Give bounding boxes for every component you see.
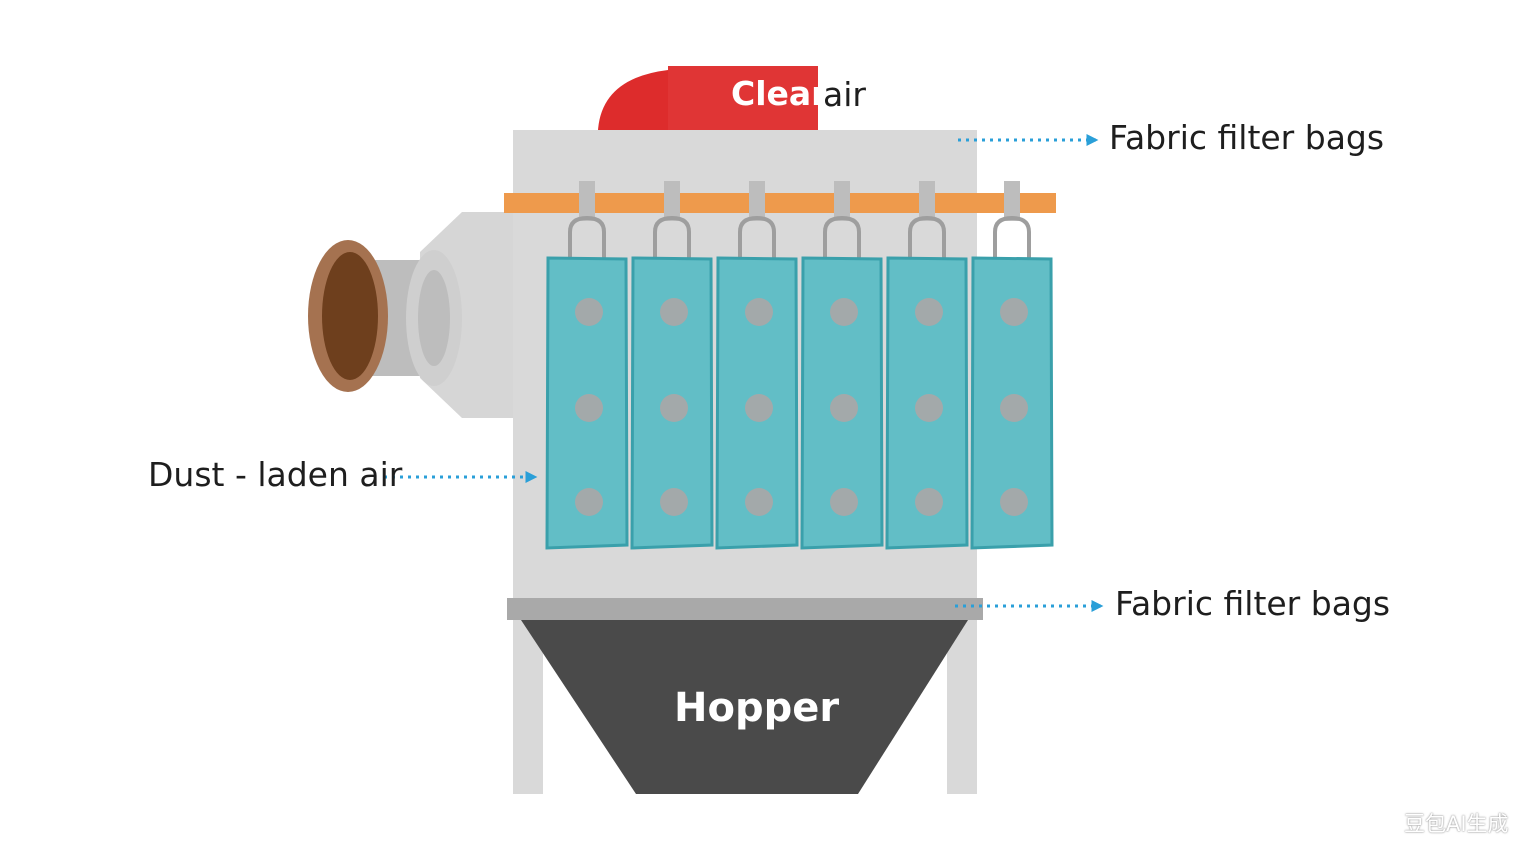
bag-clamp [579, 181, 595, 221]
bag-dot [660, 298, 688, 326]
fabric-filter-bags-bottom-label: Fabric filter bags [1115, 584, 1391, 623]
bag-dot [915, 394, 943, 422]
bag-clamp [1004, 181, 1020, 221]
bag-dot [1000, 488, 1028, 516]
bag-dot [915, 488, 943, 516]
hopper [521, 620, 968, 794]
bag-clamp [664, 181, 680, 221]
filter-bag [630, 181, 714, 550]
watermark: 豆包AI生成 [1404, 812, 1509, 836]
air-label: air [823, 75, 866, 114]
bag-dot [660, 488, 688, 516]
bag-dot [575, 488, 603, 516]
bag-dot [1000, 298, 1028, 326]
bag-hanger [908, 215, 946, 260]
outlet-hood [598, 66, 818, 130]
filter-bag [545, 181, 629, 550]
inlet-duct [308, 212, 515, 418]
dust-laden-air-label: Dust - laden air [148, 455, 403, 494]
hopper-flange [507, 598, 983, 620]
bag-dot [745, 488, 773, 516]
bag-hanger [823, 215, 861, 260]
bag-dot [575, 394, 603, 422]
bag-dot [1000, 394, 1028, 422]
bag-hanger [993, 215, 1031, 260]
fabric-filter-bags-top-label: Fabric filter bags [1109, 118, 1385, 157]
bag-hanger [738, 215, 776, 260]
bag-dot [575, 298, 603, 326]
bag-hanger [653, 215, 691, 260]
bag-dot [915, 298, 943, 326]
bag-clamp [749, 181, 765, 221]
hopper-label: Hopper [674, 685, 840, 731]
bag-clamp [919, 181, 935, 221]
support-rod [504, 193, 1056, 213]
bag-dot [745, 394, 773, 422]
bag-clamp [834, 181, 850, 221]
bag-dot [660, 394, 688, 422]
clean-label: Clean [731, 74, 835, 113]
filter-bag [970, 181, 1054, 550]
bag-dot [830, 298, 858, 326]
filter-bags [545, 181, 1054, 550]
bag-hanger [568, 215, 606, 260]
bag-dot [745, 298, 773, 326]
bag-dot [830, 394, 858, 422]
filter-bag [885, 181, 969, 550]
filter-bag [715, 181, 799, 550]
bag-dot [830, 488, 858, 516]
filter-bag [800, 181, 884, 550]
